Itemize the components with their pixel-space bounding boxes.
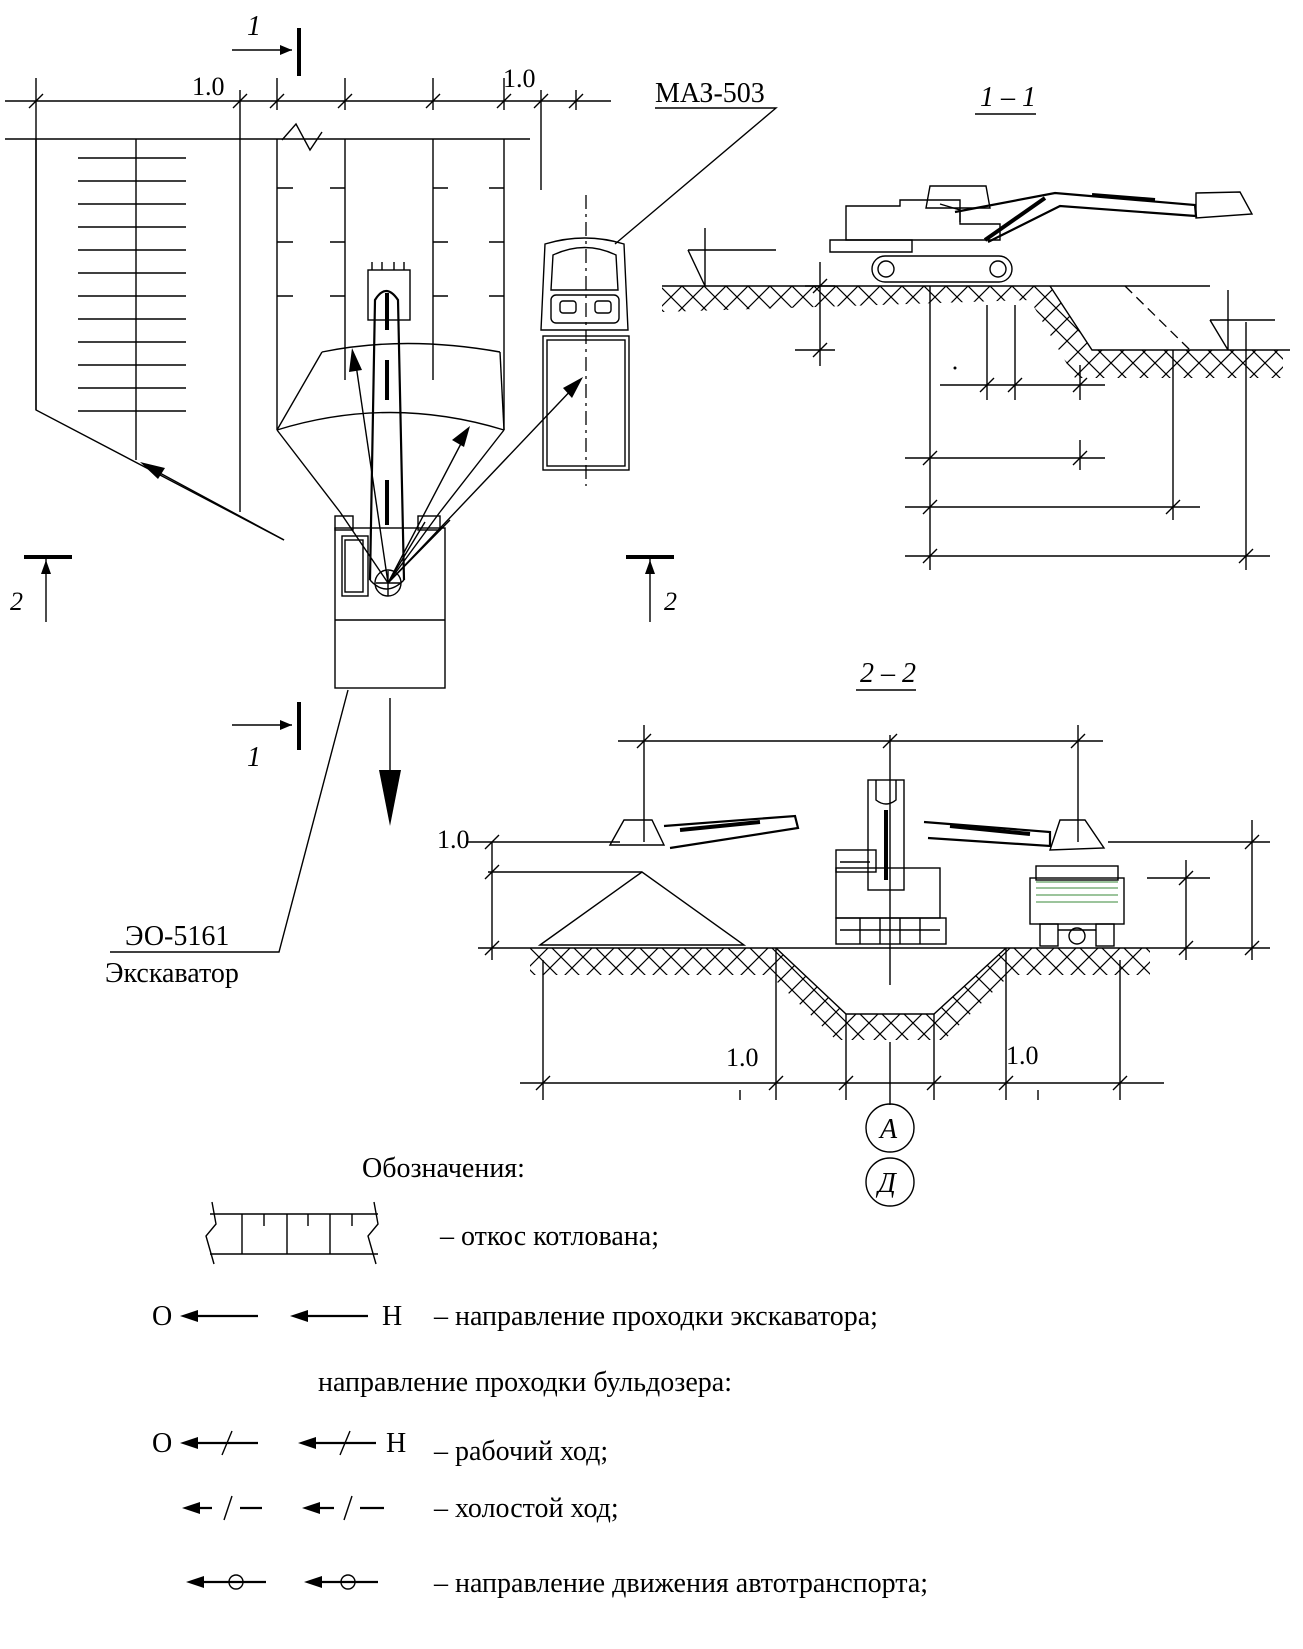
axis-markers: А Д <box>865 1042 915 1207</box>
legend-slope-symbol <box>205 1201 379 1265</box>
legend-excavator-direction-text: – направление проходки экскаватора; <box>433 1301 878 1332</box>
legend-end-marker-2: О <box>152 1428 172 1459</box>
dim-bottom-right: 1.0 <box>1006 1041 1039 1070</box>
truck-model-label: МАЗ-503 <box>655 78 765 109</box>
legend-idle-stroke-text: – холостой ход; <box>433 1493 619 1524</box>
legend-transport-text: – направление движения автотранспорта; <box>433 1568 928 1599</box>
section-2-2-right-boom <box>923 819 1106 851</box>
central-trench <box>276 122 505 513</box>
legend-start-marker-2: Н <box>386 1428 406 1459</box>
section-2-label-left: 2 <box>10 587 23 616</box>
section-2-label-right: 2 <box>664 587 677 616</box>
excavator-caption: Экскаватор <box>105 958 239 989</box>
legend-start-marker-1: Н <box>382 1301 402 1332</box>
section-1-top-marker: 1 <box>232 11 301 76</box>
axis-a-label: А <box>878 1114 898 1145</box>
plan-dimension-line: 1.0 1.0 <box>5 64 611 512</box>
legend-idle-stroke <box>182 1495 384 1521</box>
section-1-1: 1 – 1 <box>662 82 1290 570</box>
section-1-1-title: 1 – 1 <box>980 82 1036 113</box>
legend-heading: Обозначения: <box>362 1153 525 1184</box>
legend-slope-text: – откос котлована; <box>439 1221 659 1252</box>
section-1-bottom-marker: 1 <box>232 702 301 773</box>
plan-leaders: МАЗ-503 ЭО-5161 Экскаватор <box>105 78 778 989</box>
excavator-model-label: ЭО-5161 <box>125 921 229 952</box>
left-excavated-zone <box>35 139 285 541</box>
plan-view: 1 1.0 1.0 <box>5 11 778 989</box>
legend-working-stroke-text: – рабочий ход; <box>433 1436 608 1467</box>
dim-spoil-offset: 1.0 <box>437 825 470 854</box>
axis-d-label: Д <box>875 1168 898 1199</box>
dim-left-offset: 1.0 <box>192 72 225 101</box>
section-1-1-excavator <box>829 185 1254 283</box>
legend: Обозначения: – откос котлована; О Н – на… <box>152 1153 928 1599</box>
dim-right-offset: 1.0 <box>503 64 536 93</box>
section-2-2-excavator <box>835 779 947 945</box>
section-2-2-dimensions: 1.0 <box>437 820 1270 960</box>
legend-working-stroke: О Н <box>152 1428 406 1459</box>
legend-bulldozer-heading: направление проходки бульдозера: <box>318 1367 732 1398</box>
section-2-left-marker: 2 <box>10 555 72 622</box>
section-2-right-marker: 2 <box>626 555 677 622</box>
section-2-2-bottom-dimensions: 1.0 1.0 <box>520 948 1164 1100</box>
section-2-2-title: 2 – 2 <box>860 658 916 689</box>
legend-end-marker-1: О <box>152 1301 172 1332</box>
section-2-2: 2 – 2 <box>437 658 1270 1207</box>
section-1-1-ground <box>662 228 1290 378</box>
section-1-label-bottom: 1 <box>247 742 261 773</box>
section-2-2-truck <box>1029 865 1125 947</box>
section-1-1-dimensions <box>795 262 1270 570</box>
truck-plan <box>540 195 630 486</box>
section-2-2-ground <box>478 871 1270 1040</box>
excavator-plan <box>334 262 583 826</box>
legend-transport <box>186 1574 378 1590</box>
section-1-label-top: 1 <box>247 11 261 42</box>
section-2-2-left-boom <box>608 814 800 850</box>
legend-excavator-direction: О Н <box>152 1301 402 1332</box>
dim-bottom-left: 1.0 <box>726 1043 759 1072</box>
